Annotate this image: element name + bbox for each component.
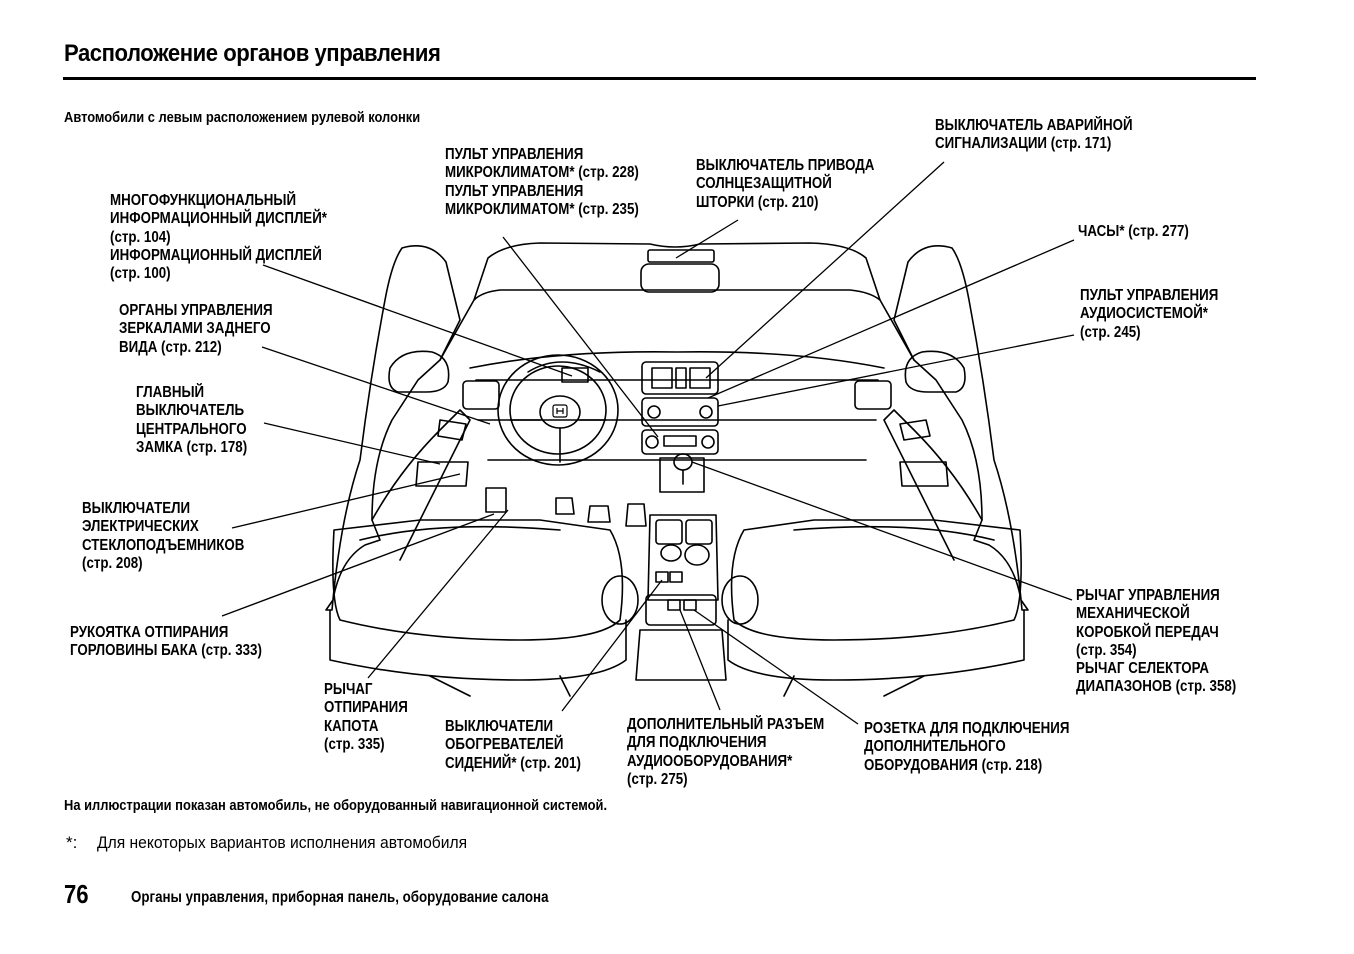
- footnote-text: Для некоторых вариантов исполнения автом…: [97, 833, 468, 852]
- section-title: Органы управления, приборная панель, обо…: [131, 889, 549, 906]
- label-climate-control: ПУЛЬТ УПРАВЛЕНИЯ МИКРОКЛИМАТОМ* (стр. 22…: [445, 146, 639, 218]
- label-fuel-door-release: РУКОЯТКА ОТПИРАНИЯ ГОРЛОВИНЫ БАКА (стр. …: [70, 624, 262, 660]
- label-window-switches: ВЫКЛЮЧАТЕЛИ ЭЛЕКТРИЧЕСКИХ СТЕКЛОПОДЪЕМНИ…: [82, 500, 245, 572]
- label-info-display: МНОГОФУНКЦИОНАЛЬНЫЙ ИНФОРМАЦИОННЫЙ ДИСПЛ…: [110, 192, 327, 283]
- label-sunshade-switch: ВЫКЛЮЧАТЕЛЬ ПРИВОДА СОЛНЦЕЗАЩИТНОЙ ШТОРК…: [696, 157, 875, 211]
- subtitle: Автомобили с левым расположением рулевой…: [64, 109, 421, 126]
- label-accessory-socket: РОЗЕТКА ДЛЯ ПОДКЛЮЧЕНИЯ ДОПОЛНИТЕЛЬНОГО …: [864, 720, 1070, 774]
- label-seat-heater-switches: ВЫКЛЮЧАТЕЛИ ОБОГРЕВАТЕЛЕЙ СИДЕНИЙ* (стр.…: [445, 718, 581, 772]
- page-number: 76: [64, 879, 89, 909]
- title-rule: [63, 77, 1256, 80]
- label-clock: ЧАСЫ* (стр. 277): [1078, 223, 1189, 240]
- label-master-lock-switch: ГЛАВНЫЙ ВЫКЛЮЧАТЕЛЬ ЦЕНТРАЛЬНОГО ЗАМКА (…: [136, 384, 248, 456]
- page-title: Расположение органов управления: [64, 40, 441, 67]
- label-hazard-switch: ВЫКЛЮЧАТЕЛЬ АВАРИЙНОЙ СИГНАЛИЗАЦИИ (стр.…: [935, 117, 1133, 153]
- label-hood-release: РЫЧАГ ОТПИРАНИЯ КАПОТА (стр. 335): [324, 681, 408, 753]
- label-mirror-controls: ОРГАНЫ УПРАВЛЕНИЯ ЗЕРКАЛАМИ ЗАДНЕГО ВИДА…: [119, 302, 273, 356]
- label-shift-lever: РЫЧАГ УПРАВЛЕНИЯ МЕХАНИЧЕСКОЙ КОРОБКОЙ П…: [1076, 587, 1237, 696]
- footnote-mark: *:: [66, 833, 78, 852]
- label-audio-panel: ПУЛЬТ УПРАВЛЕНИЯ АУДИОСИСТЕМОЙ* (стр. 24…: [1080, 287, 1219, 341]
- label-aux-jack: ДОПОЛНИТЕЛЬНЫЙ РАЗЪЕМ ДЛЯ ПОДКЛЮЧЕНИЯ АУ…: [627, 716, 825, 788]
- illustration-note: На иллюстрации показан автомобиль, не об…: [64, 797, 608, 814]
